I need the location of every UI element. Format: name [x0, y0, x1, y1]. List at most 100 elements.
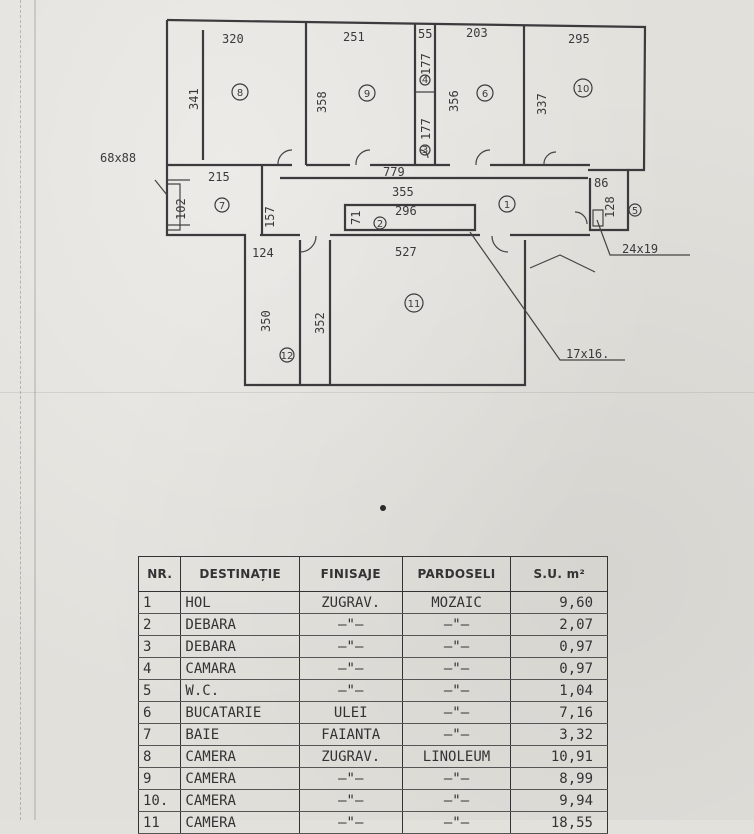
cell-pardoseli: —"—	[401, 701, 512, 724]
cell-finisaje: ZUGRAV.	[298, 745, 403, 768]
cell-nr: 11	[137, 811, 182, 834]
room-number-7: 7	[219, 201, 225, 212]
dim-320: 320	[222, 32, 244, 46]
cell-pardoseli: —"—	[401, 767, 512, 790]
cell-finisaje: FAIANTA	[298, 723, 403, 746]
table-row: 6 BUCATARIE ULEI —"— 7,16	[137, 701, 608, 724]
dim-296: 296	[395, 204, 417, 218]
cell-su: 8,99	[510, 767, 608, 790]
dim-251: 251	[343, 30, 365, 44]
cell-nr: 9	[137, 767, 182, 790]
table-row: 11 CAMERA —"— —"— 18,55	[137, 811, 608, 834]
dim-86: 86	[594, 176, 608, 190]
dim-341: 341	[187, 88, 201, 110]
cell-pardoseli: —"—	[401, 657, 512, 680]
dim-358: 358	[315, 91, 329, 113]
cell-pardoseli: —"—	[401, 811, 512, 834]
dim-337: 337	[535, 93, 549, 115]
cell-finisaje: —"—	[298, 613, 403, 636]
header-nr: NR.	[137, 556, 182, 592]
cell-su: 7,16	[510, 701, 608, 724]
floor-plan: 320 251 55 203 295 341 358 177 177 356 3…	[100, 18, 690, 387]
room-number-3: 3	[422, 145, 428, 156]
room-number-1: 1	[504, 200, 510, 211]
dim-355: 355	[392, 185, 414, 199]
cell-destinatie: CAMERA	[180, 811, 300, 834]
cell-finisaje: —"—	[298, 679, 403, 702]
cell-destinatie: HOL	[180, 591, 300, 614]
cell-su: 18,55	[510, 811, 608, 834]
cell-nr: 3	[137, 635, 182, 658]
cell-nr: 8	[137, 745, 182, 768]
table-row: 8 CAMERA ZUGRAV. LINOLEUM 10,91	[137, 745, 608, 768]
cell-su: 10,91	[510, 745, 608, 768]
table-row: 3 DEBARA —"— —"— 0,97	[137, 635, 608, 658]
cell-su: 9,94	[510, 789, 608, 812]
room-number-12: 12	[281, 351, 294, 362]
cell-destinatie: W.C.	[180, 679, 300, 702]
cell-nr: 4	[137, 657, 182, 680]
header-su: S.U. m²	[510, 556, 608, 592]
fold-line-horizontal	[0, 392, 754, 393]
table-row: 7 BAIE FAIANTA —"— 3,32	[137, 723, 608, 746]
dim-128: 128	[603, 196, 617, 218]
cell-destinatie: CAMARA	[180, 657, 300, 680]
cell-nr: 7	[137, 723, 182, 746]
cell-su: 0,97	[510, 657, 608, 680]
cell-pardoseli: —"—	[401, 723, 512, 746]
cell-finisaje: ULEI	[298, 701, 403, 724]
cell-destinatie: DEBARA	[180, 613, 300, 636]
cell-finisaje: —"—	[298, 811, 403, 834]
dim-350: 350	[259, 310, 273, 332]
cell-nr: 2	[137, 613, 182, 636]
dim-17x16: 17x16.	[566, 347, 609, 361]
cell-nr: 1	[137, 591, 182, 614]
room-number-8: 8	[237, 88, 243, 99]
cell-pardoseli: MOZAIC	[401, 591, 512, 614]
margin-crease	[20, 0, 22, 820]
room-number-10: 10	[577, 84, 590, 95]
cell-su: 0,97	[510, 635, 608, 658]
cell-finisaje: —"—	[298, 657, 403, 680]
header-finisaje: FINISAJE	[298, 556, 403, 592]
plan-walls	[154, 18, 690, 387]
dim-203: 203	[466, 26, 488, 40]
cell-su: 1,04	[510, 679, 608, 702]
plan-dimensions: 320 251 55 203 295 341 358 177 177 356 3…	[100, 26, 658, 361]
dim-24x19: 24x19	[622, 242, 658, 256]
cell-finisaje: —"—	[298, 635, 403, 658]
table-row: 1 HOL ZUGRAV. MOZAIC 9,60	[137, 591, 608, 614]
dim-71: 71	[349, 211, 363, 225]
cell-nr: 6	[137, 701, 182, 724]
cell-finisaje: —"—	[298, 789, 403, 812]
cell-finisaje: —"—	[298, 767, 403, 790]
room-number-5: 5	[632, 206, 638, 217]
cell-su: 3,32	[510, 723, 608, 746]
cell-destinatie: CAMERA	[180, 767, 300, 790]
table-row: 9 CAMERA —"— —"— 8,99	[137, 767, 608, 790]
cell-pardoseli: —"—	[401, 789, 512, 812]
dim-124: 124	[252, 246, 274, 260]
cell-su: 9,60	[510, 591, 608, 614]
table-row: 4 CAMARA —"— —"— 0,97	[137, 657, 608, 680]
dim-177-bottom: 177	[419, 118, 433, 140]
table-row: 2 DEBARA —"— —"— 2,07	[137, 613, 608, 636]
room-number-2: 2	[377, 219, 383, 230]
room-number-11: 11	[408, 299, 421, 310]
dim-157: 157	[263, 206, 277, 228]
cell-destinatie: CAMERA	[180, 745, 300, 768]
header-destinatie: DESTINAȚIE	[180, 556, 300, 592]
dim-55: 55	[418, 27, 432, 41]
room-number-9: 9	[364, 89, 370, 100]
table-row: 10. CAMERA —"— —"— 9,94	[137, 789, 608, 812]
dim-352: 352	[313, 312, 327, 334]
dim-527: 527	[395, 245, 417, 259]
cell-pardoseli: —"—	[401, 613, 512, 636]
table-header-row: NR. DESTINAȚIE FINISAJE PARDOSELI S.U. m…	[137, 556, 608, 592]
table-row: 5 W.C. —"— —"— 1,04	[137, 679, 608, 702]
cell-destinatie: BAIE	[180, 723, 300, 746]
fold-line-vertical	[34, 0, 36, 820]
plan-room-numbers: 8 9 6 10 3 4 7 1 2 5 11 12	[214, 74, 642, 363]
cell-pardoseli: —"—	[401, 679, 512, 702]
ink-dot	[380, 505, 386, 511]
